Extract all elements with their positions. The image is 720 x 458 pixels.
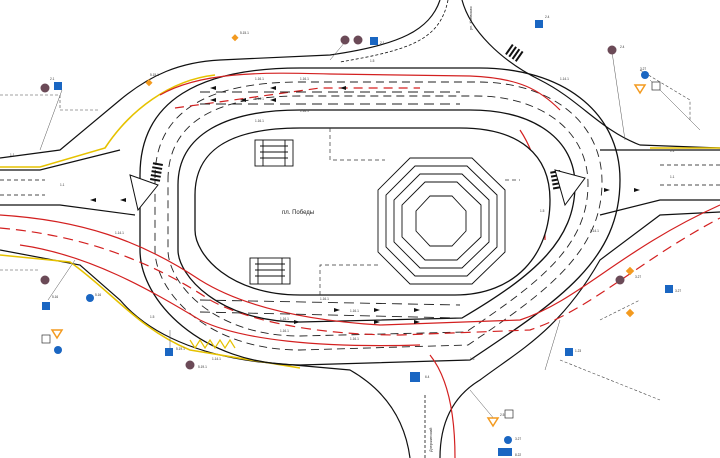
east-approach (599, 149, 720, 216)
sign-brown-1 (40, 83, 50, 93)
sign-priority-1 (625, 266, 635, 276)
sign-label-3: 2.4 (545, 15, 550, 19)
road-signs (40, 20, 673, 456)
sign-yield-3 (486, 417, 500, 428)
central-square: пл. Победы (194, 127, 551, 296)
sign-blue-2 (370, 37, 378, 45)
stand-south (249, 257, 291, 285)
sign-blue-3 (535, 20, 543, 28)
curb-lines (0, 74, 720, 369)
sign-blue-1 (54, 82, 62, 90)
sign-label-6: 3.27 (635, 275, 641, 279)
square-label: пл. Победы (282, 210, 314, 216)
zigzag-marking (189, 338, 236, 350)
sign-label-9: 5.16 (95, 293, 101, 297)
marking-label-15: 1.5 (370, 59, 375, 63)
property-lines (0, 69, 691, 401)
sign-label-1: 2.1 (50, 77, 55, 81)
sign-blue-9 (665, 285, 673, 293)
marking-label-11: 1.1 (60, 183, 65, 187)
marking-label-12: 1.1 (10, 153, 15, 157)
sign-label-10: 5.19.1 (176, 347, 185, 351)
west-approach (0, 149, 136, 216)
sign-blue-7 (565, 348, 573, 356)
sign-brown-3 (353, 35, 363, 45)
sign-blue-4 (42, 302, 50, 310)
sign-brown-2 (340, 35, 350, 45)
sign-label-12: 6.4 (425, 375, 430, 379)
sign-label-2: 2.1 (380, 41, 385, 45)
sign-box-3 (504, 409, 514, 419)
sign-blue-round-1 (86, 294, 94, 302)
marking-label-10: 1.16.1 (350, 337, 359, 341)
sign-label-16: 5.15.1 (240, 31, 249, 35)
sign-brown-7 (40, 275, 50, 285)
lane-arrows (90, 86, 640, 324)
sign-label-18: 8.22 (515, 453, 521, 457)
marking-label-22: 1.14.1 (560, 77, 569, 81)
marking-labels: 1.16.1 1.16.1 1.16.1 1.16.1 1.16.1 1.16.… (10, 59, 675, 361)
sign-yield-1 (633, 84, 647, 95)
sign-brown-5 (615, 275, 625, 285)
sign-brown-6 (185, 360, 195, 370)
stand-north (254, 139, 294, 167)
sign-yield-2 (50, 329, 64, 340)
marking-label-19: 1.14.1 (115, 231, 124, 235)
marking-label-7: 1.16.1 (350, 309, 359, 313)
north-approaches (0, 0, 720, 159)
sign-priority-4 (145, 79, 153, 87)
monument-octagon (377, 157, 506, 285)
marking-label-13: 1.1 (670, 149, 675, 153)
sign-blue-6 (410, 372, 420, 382)
street-label-south: Дзержинский (428, 428, 433, 452)
sign-label-17: 5.15.1 (150, 73, 159, 77)
marking-label-17: 1.5 (150, 315, 155, 319)
marking-label-18: 1.5 (470, 357, 475, 361)
crosswalk-west (150, 162, 163, 182)
north-lanes (199, 91, 461, 319)
sign-label-15: 3.27 (515, 437, 521, 441)
sign-box-2 (41, 334, 51, 344)
sign-label-5: 3.27 (640, 67, 646, 71)
sign-blue-round-3 (54, 346, 62, 354)
sign-labels: 2.1 2.1 2.4 2.4 3.27 3.27 3.27 5.16 5.16… (50, 15, 681, 457)
sign-brown-4 (607, 45, 617, 55)
marking-label-8: 1.16.1 (280, 317, 289, 321)
sign-blue-8 (498, 448, 512, 456)
marking-label-21: 1.14.1 (212, 357, 221, 361)
sign-priority-3 (231, 34, 239, 42)
sign-label-13: 1.23 (575, 349, 581, 353)
sign-label-4: 2.4 (620, 45, 625, 49)
marking-label-1: 1.16.1 (255, 77, 264, 81)
marking-label-3: 1.16.1 (255, 97, 264, 101)
marking-label-5: 1.16.1 (255, 119, 264, 123)
street-label-north: ул. Киевская (468, 6, 473, 30)
sign-blue-5 (165, 348, 173, 356)
marking-label-4: 1.16.1 (300, 109, 309, 113)
marking-label-14: 1.1 (670, 175, 675, 179)
sign-label-7: 3.27 (675, 289, 681, 293)
sign-box-1 (651, 81, 661, 91)
sign-label-14: 2.5 (500, 413, 505, 417)
marking-label-16: 1.5 (540, 209, 545, 213)
sign-priority-2 (625, 308, 635, 318)
marking-label-2: 1.16.1 (300, 77, 309, 81)
crosswalk-north (505, 44, 524, 62)
traffic-islands (129, 169, 586, 212)
sign-label-8: 5.16 (52, 295, 58, 299)
sign-blue-round-2 (641, 71, 649, 79)
marking-label-9: 1.16.1 (280, 329, 289, 333)
marking-label-20: 1.14.1 (590, 229, 599, 233)
marking-label-6: 1.16.1 (320, 297, 329, 301)
sign-label-11: 5.19.1 (198, 365, 207, 369)
sign-blue-round-4 (504, 436, 512, 444)
